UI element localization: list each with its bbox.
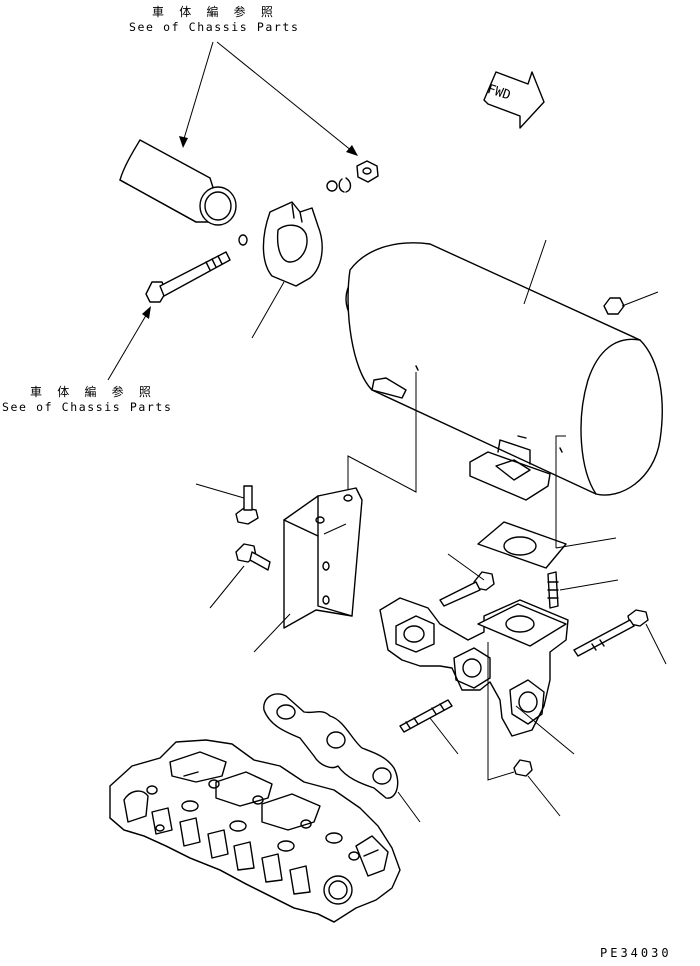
muffler <box>345 239 663 501</box>
manifold-nut <box>513 759 561 817</box>
nut-and-washers <box>326 160 379 193</box>
flange-gasket <box>477 435 617 569</box>
manifold-gasket <box>263 693 421 823</box>
stud <box>547 571 619 609</box>
exhaust-pipe <box>119 139 237 226</box>
left-callout-leader <box>107 306 151 381</box>
bolt-small-1 <box>195 483 259 525</box>
top-callout-english: See of Chassis Parts <box>129 20 300 34</box>
pipe-clamp <box>238 201 323 339</box>
exhaust-manifold <box>379 597 575 781</box>
top-callout-leaders <box>179 41 358 156</box>
drawing-code: PE34030 <box>600 946 672 960</box>
long-bolt-right <box>573 609 667 665</box>
bolt-small-2 <box>209 543 271 609</box>
left-callout-english: See of Chassis Parts <box>2 400 173 414</box>
cylinder-head <box>109 739 401 923</box>
muffler-nut <box>603 291 659 315</box>
left-callout-japanese: 車 体 編 参 照 <box>30 385 155 399</box>
long-bolt-upper <box>145 251 231 303</box>
top-callout-japanese: 車 体 編 参 照 <box>152 5 277 19</box>
fwd-arrow-icon <box>483 71 545 129</box>
muffler-bracket <box>253 372 417 653</box>
manifold-stud <box>399 699 459 755</box>
bolt-manifold <box>439 553 495 607</box>
